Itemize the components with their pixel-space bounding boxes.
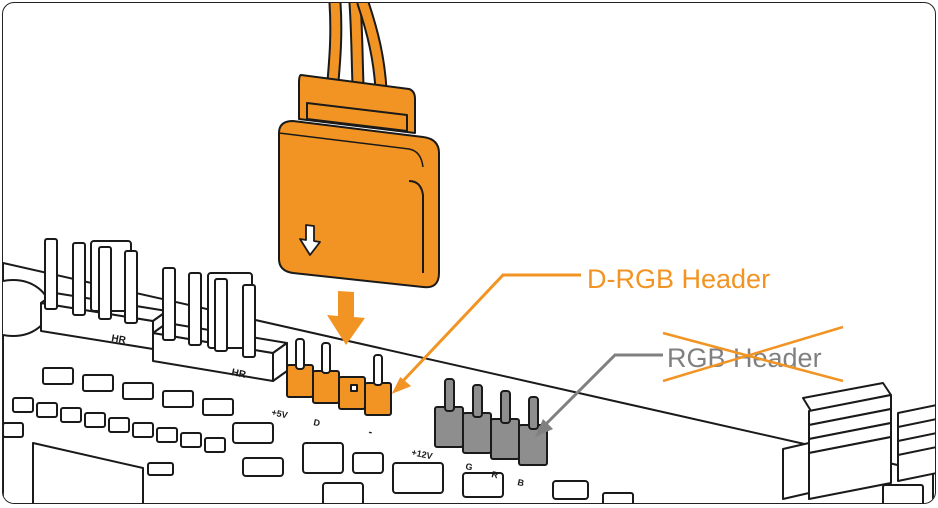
drgb-pin-5v: +5V: [271, 407, 289, 420]
down-arrow-outline-icon: [299, 224, 321, 256]
hr-label-right: HR: [230, 367, 247, 381]
drgb-header: +5V D -: [271, 338, 392, 439]
rgb-pin-12v: +12V: [411, 447, 434, 461]
rgb-pin-g: G: [465, 461, 474, 472]
hr-label-left: HR: [110, 333, 127, 346]
rgb-header-crossout-icon: [662, 325, 844, 383]
down-arrow-solid-icon: [327, 291, 365, 345]
drgb-connector-plug: [278, 3, 440, 289]
diagram-svg: .o { stroke: #1a1a1a; stroke-width: 2; f…: [3, 3, 935, 503]
rgb-pin-r: R: [491, 469, 500, 480]
drgb-header-label: D-RGB Header: [587, 264, 770, 294]
drgb-pin-minus: -: [367, 426, 373, 439]
rgb-header: +12V G R B: [411, 378, 548, 488]
right-side-connectors: [782, 382, 935, 503]
chip: [32, 442, 144, 503]
drgb-pin-d: D: [313, 417, 322, 428]
rgb-callout: [535, 353, 663, 437]
fan-header-right: HR: [152, 267, 288, 382]
smd-components: [3, 367, 634, 503]
rgb-pin-b: B: [517, 477, 526, 488]
drgb-callout: [391, 273, 581, 394]
fan-header-left: HR: [40, 238, 168, 350]
